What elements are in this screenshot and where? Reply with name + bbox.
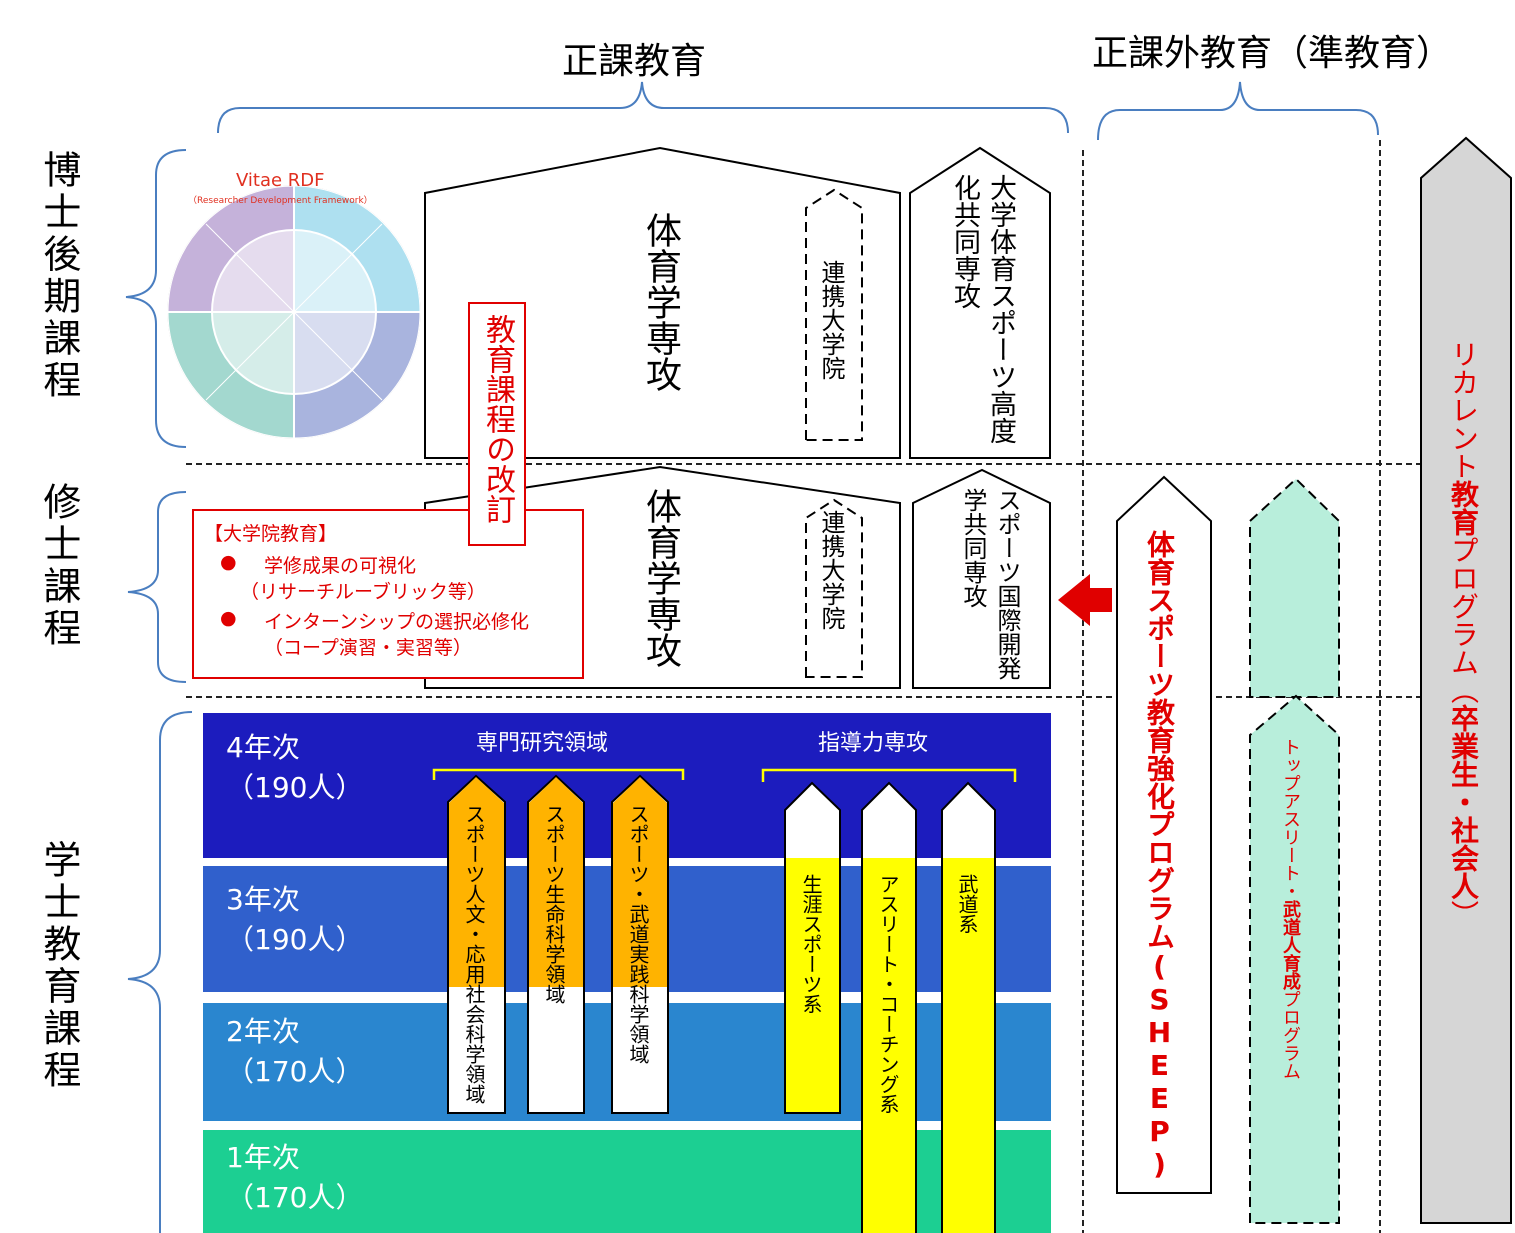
year2-label: 2年次	[226, 1015, 300, 1048]
year2-count: （170人）	[226, 1055, 364, 1088]
research-field-3-label: スポーツ・武道実践科学領域	[626, 804, 650, 1064]
recurrent-part-e: ）	[1447, 900, 1480, 928]
year3-label: 3年次	[226, 883, 300, 916]
top-athlete-part-a: トップアスリート・	[1280, 738, 1301, 900]
coaching-arrow-3	[941, 781, 996, 1233]
bullet-2: ●	[220, 607, 237, 629]
extra-brace	[1097, 81, 1379, 141]
coaching-group-label: 指導力専攻	[818, 731, 929, 756]
recurrent-part-c: プログラム（	[1447, 536, 1480, 704]
stage-master-label: 修士課程	[36, 482, 81, 650]
doctoral-brace	[125, 149, 187, 448]
vitae-subtitle: （Researcher Development Framework）	[188, 196, 373, 206]
doctoral-major-label: 体育学専攻	[640, 212, 681, 392]
year3-count: （190人）	[226, 923, 364, 956]
grad-item-2-sub: （コープ演習・実習等）	[264, 637, 472, 659]
recurrent-part-d: 卒業生・社会人	[1447, 704, 1480, 900]
research-arrow-3	[611, 774, 669, 1114]
grad-box-title: 【大学院教育】	[204, 523, 338, 545]
coaching-field-3-label: 武道系	[955, 874, 979, 934]
top-athlete-part-b: 武道人育成	[1280, 900, 1301, 990]
coaching-arrow-1	[784, 781, 841, 1114]
top-athlete-program-label: トップアスリート・武道人育成プログラム	[1280, 738, 1301, 1080]
header-regular: 正課教育	[562, 41, 707, 82]
doctoral-major-house	[424, 146, 901, 459]
vitae-wheel	[167, 185, 421, 439]
vitae-title: Vitae RDF	[236, 170, 325, 191]
doctoral-partner-label: 連携大学院	[817, 260, 845, 380]
top-athlete-part-c: プログラム	[1280, 990, 1301, 1080]
coaching-field-2-label: アスリート・コーチング系	[876, 874, 900, 1114]
research-bracket	[432, 768, 685, 780]
coaching-arrow-2	[861, 781, 917, 1233]
doctoral-joint-house	[909, 146, 1051, 459]
stage-bachelor-label: 学士教育課程	[36, 840, 81, 1092]
research-field-1-label: スポーツ人文・応用社会科学領域	[462, 804, 486, 1104]
master-joint-house	[912, 468, 1051, 689]
year1-label: 1年次	[226, 1141, 300, 1174]
grad-item-1: 学修成果の可視化	[264, 555, 417, 577]
regular-brace	[217, 81, 1069, 134]
year1-label-group: 1年次 （170人）	[226, 1138, 363, 1218]
header-extra: 正課外教育（準教育）	[1092, 33, 1453, 74]
coaching-bracket	[761, 768, 1017, 782]
master-brace	[127, 491, 187, 683]
bachelor-brace	[127, 711, 193, 1233]
stage-doctoral-label: 博士後期課程	[36, 150, 81, 402]
year3-label-group: 3年次 （190人）	[226, 880, 363, 960]
year4-label-group: 4年次 （190人）	[226, 728, 363, 808]
recurrent-part-b: 教育	[1447, 480, 1480, 536]
top-athlete-arrow-upper	[1249, 477, 1340, 698]
doctoral-joint-label: 大学体育スポーツ高度化共同専攻	[949, 174, 1016, 444]
master-partner-shape	[805, 498, 863, 678]
master-joint-label: スポーツ国際開発学共同専攻	[959, 488, 1021, 680]
year4-label: 4年次	[226, 731, 300, 764]
coaching-field-1-label: 生涯スポーツ系	[799, 874, 823, 1014]
top-athlete-arrow-lower	[1249, 694, 1340, 1224]
research-field-2-label: スポーツ生命科学領域	[542, 804, 566, 1004]
research-arrow-2	[527, 774, 585, 1114]
red-arrow	[1058, 574, 1112, 626]
year2-label-group: 2年次 （170人）	[226, 1012, 363, 1092]
sheep-arrow	[1116, 475, 1212, 1194]
recurrent-arrow	[1420, 136, 1512, 1224]
grad-item-1-sub: （リサーチルーブリック等）	[240, 581, 486, 603]
research-arrow-1	[447, 774, 506, 1114]
recurrent-part-a: リカレント	[1447, 340, 1480, 480]
bullet-1: ●	[220, 551, 237, 573]
doctoral-partner-shape	[805, 188, 863, 441]
sheep-program-label: 体育スポーツ教育強化プログラム(SHEEP)	[1143, 530, 1176, 1181]
master-major-label: 体育学専攻	[640, 488, 681, 668]
year1-count: （170人）	[226, 1181, 364, 1214]
research-group-label: 専門研究領域	[476, 731, 609, 756]
recurrent-program-label: リカレント教育プログラム（卒業生・社会人）	[1447, 340, 1480, 928]
grad-item-2: インターンシップの選択必修化	[264, 611, 530, 633]
year4-count: （190人）	[226, 771, 364, 804]
curriculum-revision-label: 教育課程の改訂	[480, 314, 515, 524]
master-partner-label: 連携大学院	[817, 510, 845, 630]
curriculum-revision-box: 教育課程の改訂	[468, 302, 526, 546]
